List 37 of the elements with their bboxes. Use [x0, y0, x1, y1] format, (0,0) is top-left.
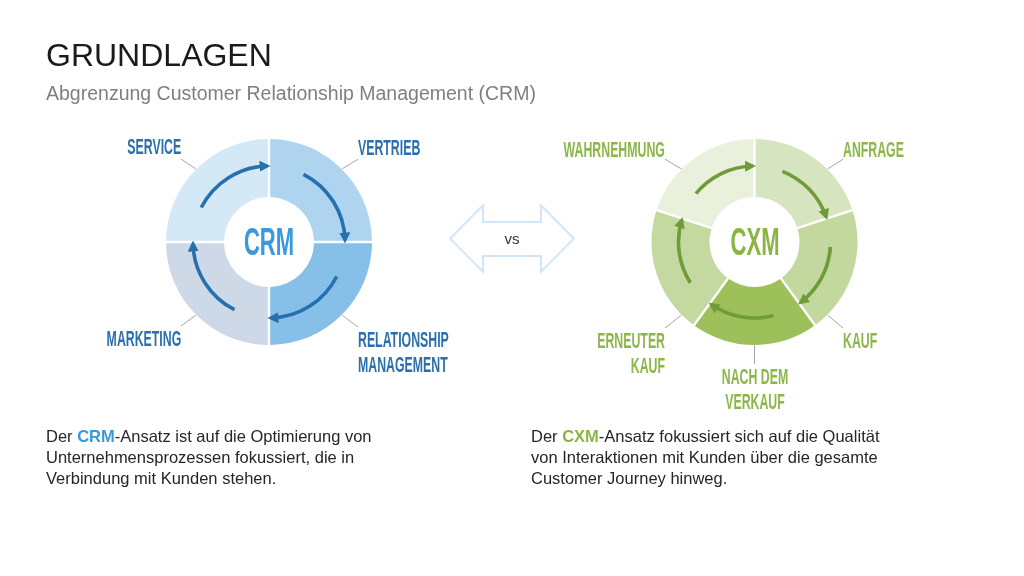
slide-title: GRUNDLAGEN [46, 36, 272, 74]
cycle-arrow [781, 169, 829, 220]
leader-line [180, 158, 197, 170]
stage-label: VERTRIEB [358, 135, 421, 160]
leader-line [341, 158, 359, 170]
cycle-arrow [199, 161, 271, 209]
hub-title: CRM [243, 222, 295, 262]
cycle-arrow [302, 172, 350, 244]
leader-line [754, 345, 755, 365]
stage-label: KAUF [843, 328, 878, 353]
description-text: Der CRM-Ansatz ist auf die Optimierung von Unternehmensprozessen fokussiert, die in Verbindung mit Kunden stehen. [46, 426, 373, 489]
stage-label: ERNEUTER KAUF [595, 328, 665, 378]
slide-subtitle: Abgrenzung Customer Relationship Management (CRM) [46, 81, 536, 105]
leader-line [664, 158, 682, 170]
ring-segment [651, 211, 728, 325]
leader-line [664, 314, 682, 329]
hub-title: CXM [730, 222, 779, 262]
cycle-arrow [267, 275, 339, 323]
leader-line [827, 314, 844, 329]
cycle-arrow [708, 302, 774, 320]
cycle-arrow [694, 161, 756, 195]
stage-label: RELATIONSHIP MANAGEMENT [358, 327, 454, 377]
stage-label: WAHRNEHMUNG [563, 137, 665, 162]
leader-line [180, 314, 197, 327]
cycle-arrow [188, 240, 236, 312]
stage-label: NACH DEM VERKAUF [719, 364, 790, 414]
cycle-arrow [798, 246, 833, 305]
stage-label: SERVICE [127, 134, 181, 159]
ring-segment [694, 279, 815, 345]
cycle-arrow [674, 217, 692, 284]
stage-label: ANFRAGE [843, 137, 904, 162]
ring-segment [781, 211, 858, 325]
versus-label: vs [504, 229, 520, 248]
stage-label: MARKETING [106, 326, 181, 351]
leader-line [827, 158, 844, 170]
leader-line [341, 314, 359, 328]
description-text: Der CXM-Ansatz fokussiert sich auf die Qualität von Interaktionen mit Kunden über die gesamte Customer Journey hinweg. [531, 426, 881, 489]
